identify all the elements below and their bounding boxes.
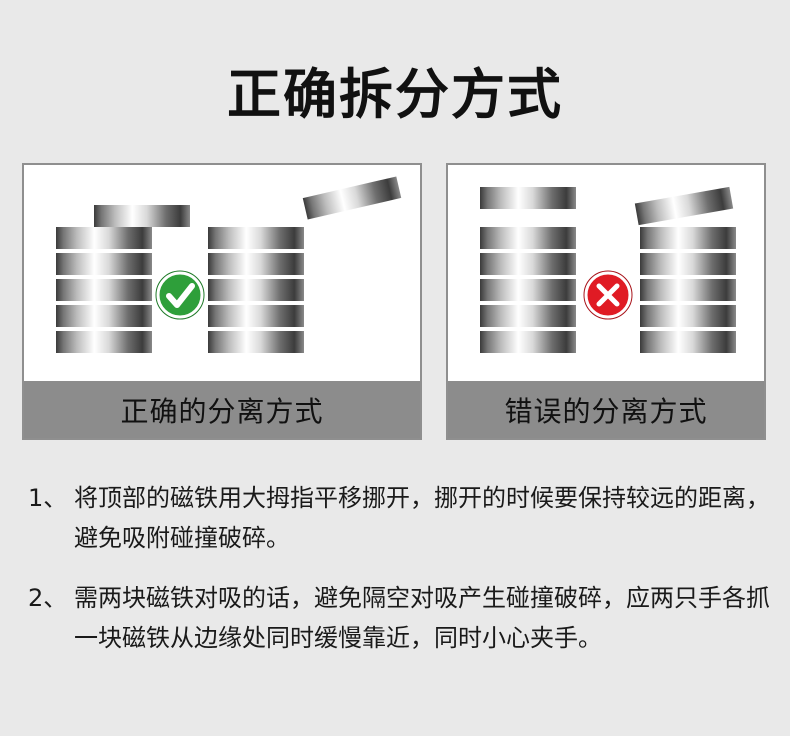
wrong-illustration: [480, 186, 736, 353]
lifted-magnet: [480, 187, 576, 209]
tilted-magnet: [634, 186, 734, 226]
cross-icon: [583, 270, 633, 320]
note-number: 1、: [28, 484, 68, 512]
wrong-panel: 错误的分离方式: [446, 163, 766, 440]
wrong-caption: 错误的分离方式: [448, 381, 764, 438]
correct-panel: 正确的分离方式: [22, 163, 422, 440]
instructions: 1、 将顶部的磁铁用大拇指平移挪开，挪开的时候要保持较远的距离，避免吸附碰撞破碎…: [28, 478, 773, 678]
sliding-magnet: [94, 205, 190, 227]
magnet-stack-right: [208, 227, 304, 353]
magnet-stack-left: [56, 227, 152, 353]
magnet-stack-left: [480, 227, 576, 353]
note-number: 2、: [28, 584, 68, 612]
page-title: 正确拆分方式: [227, 63, 563, 126]
correct-illustration: [56, 176, 402, 353]
note-text: 需两块磁铁对吸的话，避免隔空对吸产生碰撞破碎，应两只手各抓一块磁铁从边缘处同时缓…: [74, 584, 770, 652]
magnet-stack-right: [640, 227, 736, 353]
note-text: 将顶部的磁铁用大拇指平移挪开，挪开的时候要保持较远的距离，避免吸附碰撞破碎。: [74, 484, 770, 552]
check-icon: [155, 270, 205, 320]
note-item: 1、 将顶部的磁铁用大拇指平移挪开，挪开的时候要保持较远的距离，避免吸附碰撞破碎…: [28, 478, 773, 558]
tilted-magnet: [302, 176, 402, 220]
correct-caption: 正确的分离方式: [24, 381, 420, 438]
note-item: 2、 需两块磁铁对吸的话，避免隔空对吸产生碰撞破碎，应两只手各抓一块磁铁从边缘处…: [28, 578, 773, 658]
